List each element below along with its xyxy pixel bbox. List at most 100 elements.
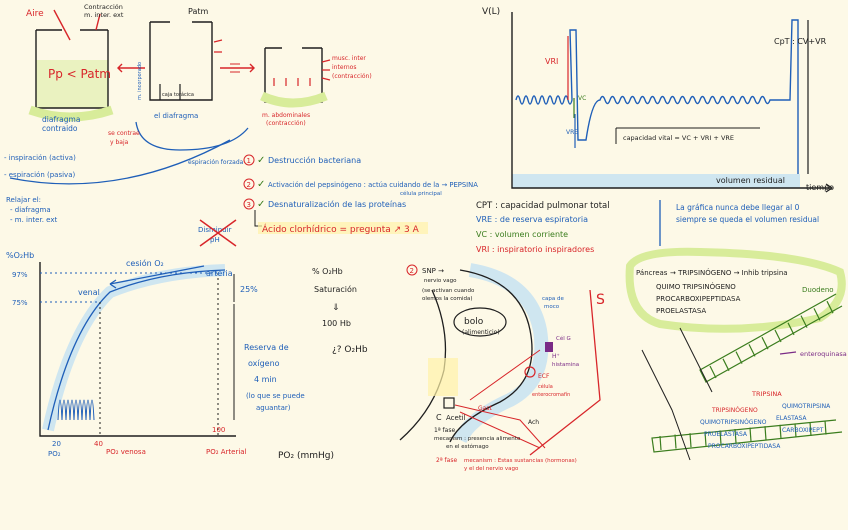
label-aire: Aire bbox=[26, 9, 44, 19]
duodenum-segment bbox=[809, 421, 812, 437]
reserva-3: 4 min bbox=[254, 375, 277, 384]
duodenum-segment bbox=[709, 365, 717, 379]
label-carb: CARBOXIPEPT bbox=[782, 427, 824, 434]
label-contraccion2: (contracción) bbox=[332, 73, 372, 80]
label-ph: pH bbox=[210, 236, 220, 244]
residual-band bbox=[512, 174, 800, 188]
legend-vre: VRE : de reserva espiratoria bbox=[476, 215, 588, 224]
label-venal: venal bbox=[78, 288, 100, 297]
duodenum-segment bbox=[699, 293, 843, 383]
stomach-highlight bbox=[428, 358, 458, 396]
label-capa: capa de bbox=[542, 296, 564, 302]
blood-vessel bbox=[529, 289, 601, 456]
ecf-cell bbox=[524, 366, 536, 378]
label-gast: Gast bbox=[478, 405, 492, 412]
duodenum-segment bbox=[779, 424, 782, 439]
label-espiracion: - espiración (pasiva) bbox=[4, 171, 75, 179]
label-vc: VC bbox=[578, 95, 586, 102]
label-vre: VRE bbox=[566, 129, 578, 136]
tick-97: 97% bbox=[12, 271, 28, 279]
label-tripsina: TRIPSINA bbox=[751, 390, 782, 398]
lung-box1-fill bbox=[36, 60, 108, 108]
label-arteria: arteria bbox=[206, 269, 233, 278]
duodenum-segment bbox=[764, 426, 767, 441]
duodenum-segment bbox=[824, 420, 827, 435]
pancreas-line-3: PROCARBOXIPEPTIDASA bbox=[656, 295, 741, 303]
legend-note-2: siempre se queda el volumen residual bbox=[676, 215, 819, 224]
label-first: 1ª fase bbox=[434, 427, 455, 434]
label-vl: V(L) bbox=[482, 7, 500, 17]
bolo-circle bbox=[453, 307, 507, 337]
label-snp: SNP → bbox=[422, 267, 444, 275]
num-circle-3 bbox=[243, 198, 255, 210]
num-2: 2 bbox=[247, 181, 251, 189]
spiro-arrow bbox=[825, 183, 834, 193]
duodenum-segment bbox=[794, 423, 797, 438]
diaphragm-highlight bbox=[28, 105, 114, 122]
arrow-ticks bbox=[230, 63, 240, 73]
label-cel-ecf2: enterocromafín bbox=[532, 391, 570, 398]
hcl-item-3: Desnaturalización de las proteínas bbox=[268, 199, 406, 209]
label-cel-g: Cél G bbox=[556, 335, 571, 342]
enteroquinasa-arrow bbox=[779, 351, 797, 355]
label-po2-venosa: PO₂ venosa bbox=[106, 448, 146, 456]
hcl-item-2-sub: célula principal bbox=[400, 190, 442, 197]
duodenum-segment bbox=[734, 428, 737, 444]
label-contraccion: Contracción bbox=[84, 3, 123, 11]
label-cel-ecf: célula bbox=[538, 383, 553, 390]
label-nervio: nervio vago bbox=[424, 278, 457, 284]
gland-box bbox=[443, 397, 455, 409]
label-elastasa: ELASTASA bbox=[776, 415, 807, 422]
air-arrow bbox=[53, 9, 71, 41]
legend-vri: VRI : inspiratorio inspiradores bbox=[476, 245, 594, 254]
label-m-abdominales: m. abdominales bbox=[262, 112, 310, 119]
label-diafragma: diafragma bbox=[42, 115, 80, 124]
label-first2: mecanism : presencia alimento bbox=[434, 436, 521, 442]
label-musc-inter: musc. inter bbox=[332, 55, 366, 62]
o2-dissociation: %O₂Hb 97% 75% venal arteria cesión O₂ 25… bbox=[6, 251, 334, 461]
label-contraccion-paren: (contracción) bbox=[266, 120, 306, 127]
stomach-num: 2 bbox=[410, 267, 414, 275]
up-arrows-box3 bbox=[273, 78, 311, 86]
mucus-layer bbox=[453, 263, 549, 444]
lung-diagrams: Aire Contracción m. inter. ext Patm Pp <… bbox=[4, 3, 372, 224]
label-bolo: bolo bbox=[464, 317, 484, 327]
lung-box1-outline bbox=[35, 29, 109, 109]
reserve-coil bbox=[57, 399, 95, 421]
sat-line-2: Saturación bbox=[314, 284, 357, 294]
pancreas-line-4: PROELASTASA bbox=[656, 307, 706, 315]
arrow-box2-box1 bbox=[117, 63, 145, 73]
label-enteroquinasa: enteroquinasa bbox=[800, 350, 847, 358]
breath-curve bbox=[515, 19, 799, 174]
lung-box3-outline bbox=[264, 47, 323, 103]
label-capacidad-vital: capacidad vital = VC + VRI + VRE bbox=[623, 134, 734, 142]
label-alimenticio: (alimenticio) bbox=[462, 329, 500, 336]
label-ecf: ECF bbox=[538, 373, 550, 380]
label-vri: VRI bbox=[545, 57, 558, 66]
label-procarb: PROCARBOXIPEPTIDASA bbox=[708, 443, 781, 450]
duodenum-segment bbox=[689, 433, 692, 448]
label-incorporated: m. incorporado bbox=[137, 62, 143, 100]
label-c: C bbox=[436, 413, 442, 422]
cv-line bbox=[615, 127, 760, 144]
legend-cpt: CPT : capacidad pulmonar total bbox=[476, 201, 610, 211]
sat-line-3: ⇓ bbox=[332, 303, 340, 313]
sat-line-5: ¿? O₂Hb bbox=[332, 345, 368, 355]
label-quimo: QUIMOTRIPSINA bbox=[782, 403, 831, 410]
label-acetil: Acetil bbox=[446, 414, 466, 422]
duodenum-segment bbox=[651, 419, 843, 453]
side-arrows-box3 bbox=[321, 59, 331, 81]
label-nota2: olemos la comida) bbox=[422, 296, 473, 302]
duodenum-segment bbox=[787, 322, 795, 336]
label-po2-axis: PO₂ (mmHg) bbox=[278, 451, 334, 461]
stomach-arrows bbox=[454, 349, 546, 449]
label-second: 2ª fase bbox=[436, 457, 457, 464]
pancreas-line-2: QUIMO TRIPSINÓGENO bbox=[656, 282, 736, 291]
label-s: S bbox=[596, 292, 605, 308]
label-tripsinogeno: TRIPSINÓGENO bbox=[711, 407, 758, 414]
duodenum-segment bbox=[761, 336, 769, 350]
label-po2-arterial: PO₂ Arterial bbox=[206, 448, 247, 456]
diaphragm3-highlight bbox=[260, 91, 328, 108]
pancreas-diagram: Páncreas → TRIPSINÓGENO → Inhib tripsina… bbox=[625, 247, 847, 461]
